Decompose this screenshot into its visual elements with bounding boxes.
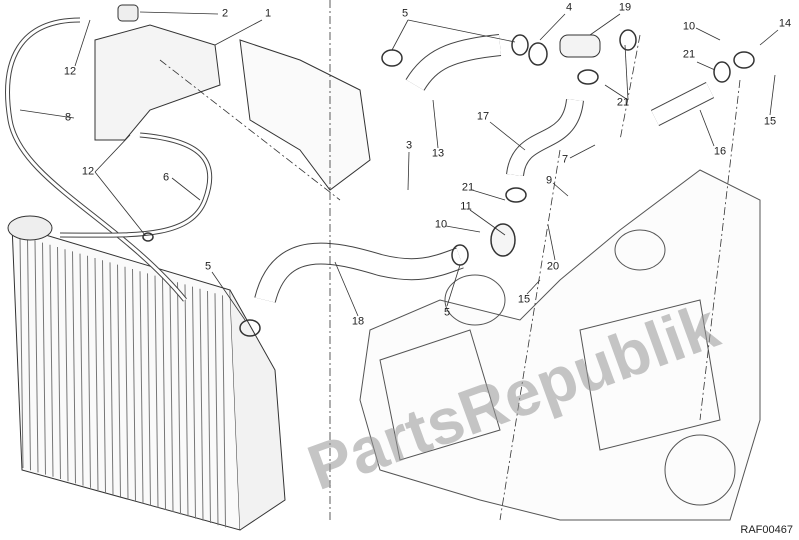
callout-7: 7 bbox=[561, 153, 569, 166]
callout-16: 16 bbox=[713, 145, 727, 158]
callout-19: 19 bbox=[618, 1, 632, 14]
callout-14: 14 bbox=[778, 17, 792, 30]
callout-9: 9 bbox=[545, 174, 553, 187]
callout-17: 17 bbox=[476, 110, 490, 123]
callout-10: 10 bbox=[434, 218, 448, 231]
callout-6: 6 bbox=[162, 171, 170, 184]
callout-21: 21 bbox=[616, 96, 630, 109]
callout-20: 20 bbox=[546, 260, 560, 273]
callout-15: 15 bbox=[517, 293, 531, 306]
callout-13: 13 bbox=[431, 147, 445, 160]
leader-lines bbox=[19, 11, 779, 321]
engine bbox=[359, 169, 761, 521]
callout-2: 2 bbox=[221, 7, 229, 20]
callout-21: 21 bbox=[461, 181, 475, 194]
callout-5: 5 bbox=[443, 306, 451, 319]
callout-18: 18 bbox=[351, 315, 365, 328]
expansion-tank bbox=[94, 4, 221, 141]
callout-10: 10 bbox=[682, 20, 696, 33]
callout-8: 8 bbox=[64, 111, 72, 124]
diagram-code: RAF00467 bbox=[740, 524, 793, 536]
callout-3: 3 bbox=[405, 139, 413, 152]
callout-12: 12 bbox=[81, 165, 95, 178]
radiator bbox=[7, 215, 286, 531]
thermostat bbox=[559, 34, 601, 58]
hose-clamps bbox=[142, 29, 755, 337]
callout-5: 5 bbox=[401, 7, 409, 20]
callout-1: 1 bbox=[264, 7, 272, 20]
callout-11: 11 bbox=[460, 200, 472, 213]
callout-12: 12 bbox=[63, 65, 77, 78]
callout-15: 15 bbox=[763, 115, 777, 128]
callout-21: 21 bbox=[682, 48, 696, 61]
callout-4: 4 bbox=[565, 1, 573, 14]
callout-5: 5 bbox=[204, 260, 212, 273]
frame-bracket bbox=[239, 39, 371, 191]
